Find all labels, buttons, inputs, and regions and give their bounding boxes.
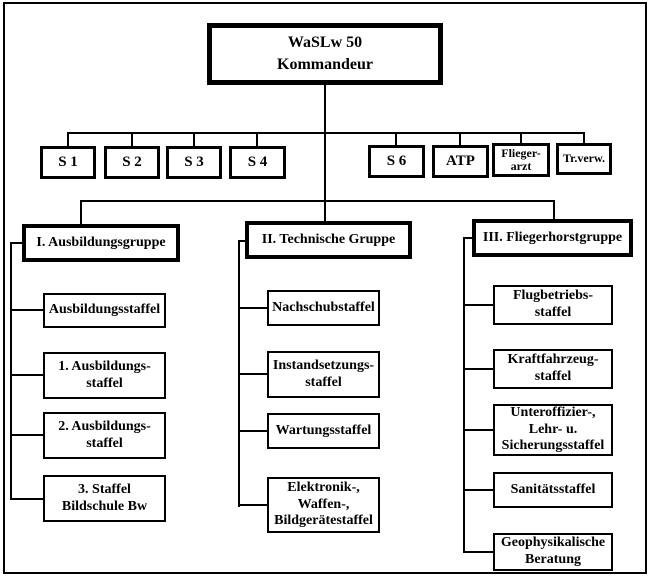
connector-g2-child-stub [238,307,267,309]
connector-staff-drop [193,133,195,147]
connector-group-hline [80,200,555,202]
connector-g1-stub [10,242,22,244]
connector-group-drop-right [553,200,555,220]
org-node-1-ausbildungsstaffel: 1. Ausbildungs- staffel [43,352,166,399]
org-node-geophysikalische-beratung: Geophysikalische Beratung [493,533,613,571]
org-node-instandsetzungsstaffel: Instandsetzungs- staffel [267,351,380,398]
connector-staff-drop [583,133,585,144]
org-node-wartungsstaffel: Wartungsstaffel [267,413,380,449]
connector-g3-child-stub [463,551,493,553]
connector-g1-child-stub [10,374,43,376]
connector-g3-child-stub [463,368,493,370]
page-border [3,2,647,574]
connector-g2-child-stub [238,504,267,506]
org-node-fliegerarzt: Flieger- arzt [492,143,550,177]
org-node-trverw: Tr.verw. [556,143,612,175]
org-node-s6: S 6 [368,145,425,178]
connector-g3-child-stub [463,304,493,306]
connector-trunk [324,85,326,223]
org-node-group2: II. Technische Gruppe [245,221,412,259]
connector-g1-child-stub [10,498,43,500]
connector-staff-drop [131,133,133,147]
connector-staff-drop [459,133,461,146]
connector-g3-child-stub [463,489,493,491]
org-node-2-ausbildungsstaffel: 2. Ausbildungs- staffel [43,412,166,459]
connector-group-drop-left [80,200,82,225]
connector-g2-child-stub [238,373,267,375]
connector-g1-child-stub [10,434,43,436]
org-node-s2: S 2 [104,146,160,179]
org-node-kraftfahrzeugstaffel: Kraftfahrzeug- staffel [493,349,613,389]
org-node-s1: S 1 [40,146,96,179]
org-node-unteroffizier-lehr-sicherungsstaffel: Unteroffizier-, Lehr- u. Sicherungsstaff… [493,404,613,456]
org-node-elektronik-waffen-bildgeraetestaffel: Elektronik-, Waffen-, Bildgerätestaffel [267,477,380,533]
org-node-group1: I. Ausbildungsgruppe [22,224,180,262]
org-node-s3: S 3 [166,146,222,179]
org-node-sanitaetsstaffel: Sanitätsstaffel [493,472,613,508]
connector-g2-child-stub [238,430,267,432]
org-node-3-staffel-bildschule: 3. Staffel Bildschule Bw [43,475,166,522]
connector-g3-stub [463,237,472,239]
connector-staff-drop [67,133,69,147]
org-node-atp: ATP [432,145,489,178]
connector-g1-rail [10,242,12,500]
org-node-ausbildungsstaffel: Ausbildungsstaffel [43,293,166,328]
connector-g1-child-stub [10,309,43,311]
org-node-nachschubstaffel: Nachschubstaffel [267,290,380,326]
connector-staff-drop [256,133,258,147]
connector-staff-hline [67,132,585,134]
org-node-flugbetriebsstaffel: Flugbetriebs- staffel [493,285,613,325]
connector-g3-rail [463,237,465,553]
org-node-group3: III. Fliegerhorstgruppe [472,219,633,257]
org-node-root: WaSLw 50 Kommandeur [207,23,443,85]
connector-g2-stub [238,240,247,242]
org-node-s4: S 4 [229,146,286,179]
connector-staff-drop [395,133,397,146]
connector-g3-child-stub [463,429,493,431]
connector-staff-drop [520,133,522,144]
